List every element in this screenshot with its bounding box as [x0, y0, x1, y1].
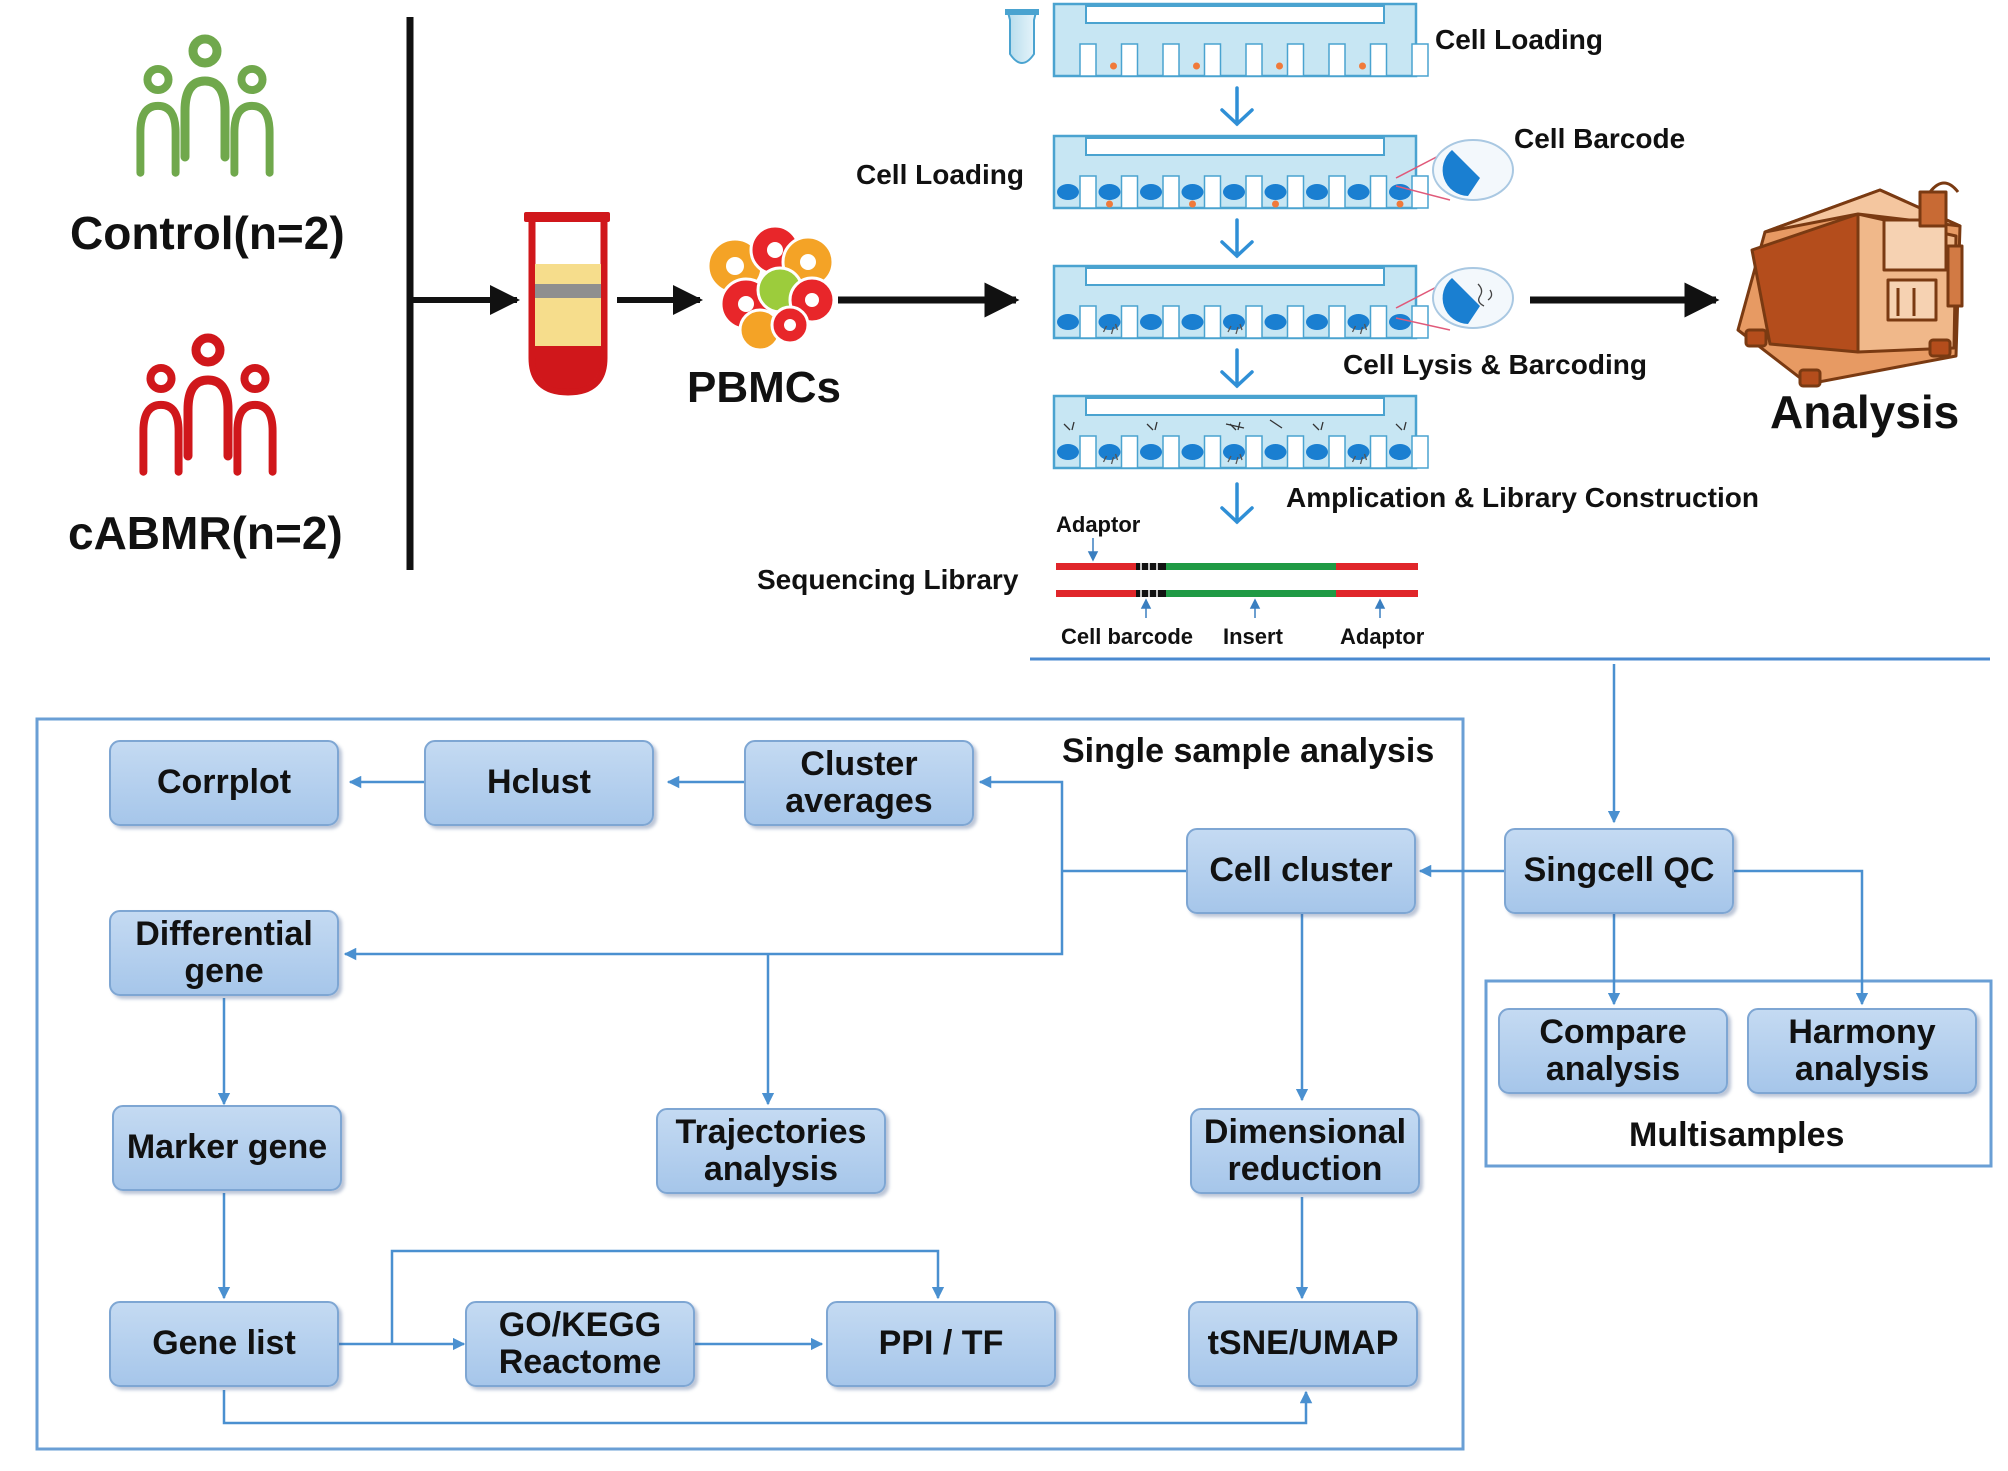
- corrplot-box[interactable]: Corrplot: [109, 740, 339, 826]
- adaptor-label-bottom: Adaptor: [1340, 624, 1425, 649]
- amplification-label: Amplication & Library Construction: [1286, 482, 1759, 513]
- harmony-analysis-box[interactable]: Harmony analysis: [1747, 1008, 1977, 1094]
- adaptor-label-top: Adaptor: [1056, 512, 1141, 537]
- cell-loading-label-2: Cell Loading: [856, 159, 1024, 190]
- ppi-tf-box[interactable]: PPI / TF: [826, 1301, 1056, 1387]
- compare-analysis-box[interactable]: Compare analysis: [1498, 1008, 1728, 1094]
- singlecell-qc-box[interactable]: Singcell QC: [1504, 828, 1734, 914]
- go-kegg-reactome-box[interactable]: GO/KEGG Reactome: [465, 1301, 695, 1387]
- cell-barcode-label-small: Cell barcode: [1061, 624, 1194, 649]
- cell-lysis-label: Cell Lysis & Barcoding: [1343, 349, 1647, 380]
- hclust-box[interactable]: Hclust: [424, 740, 654, 826]
- analysis-label: Analysis: [1770, 386, 1960, 438]
- tsne-umap-box[interactable]: tSNE/UMAP: [1188, 1301, 1418, 1387]
- sequencer-icon: [1736, 181, 1964, 388]
- cluster-averages-box[interactable]: Cluster averages: [744, 740, 974, 826]
- control-group-label: Control(n=2): [70, 207, 345, 259]
- marker-gene-box[interactable]: Marker gene: [112, 1105, 342, 1191]
- control-people-icon: [140, 39, 269, 173]
- cabmr-group-label: cABMR(n=2): [68, 507, 343, 559]
- blood-tube-icon: [524, 212, 610, 396]
- tube-icon: [1005, 9, 1039, 64]
- multisamples-frame: [1484, 979, 1993, 1168]
- differential-gene-box[interactable]: Differential gene: [109, 910, 339, 996]
- dimensional-reduction-box[interactable]: Dimensional reduction: [1190, 1108, 1420, 1194]
- trajectories-analysis-box[interactable]: Trajectories analysis: [656, 1108, 886, 1194]
- single-sample-frame: [35, 717, 1465, 1451]
- sequencing-library-label: Sequencing Library: [757, 564, 1019, 595]
- pbmcs-label: PBMCs: [687, 363, 842, 412]
- multisamples-title: Multisamples: [1629, 1116, 1845, 1154]
- insert-label: Insert: [1223, 624, 1283, 649]
- cell-loading-label: Cell Loading: [1435, 24, 1603, 55]
- bead-magnifier-icon: [1395, 139, 1514, 331]
- microfluidic-chip-icon: [1052, 2, 1429, 470]
- pbmc-cells-icon: [706, 224, 836, 352]
- single-sample-title: Single sample analysis: [1062, 732, 1435, 770]
- cell-barcode-label: Cell Barcode: [1514, 123, 1686, 154]
- cell-cluster-box[interactable]: Cell cluster: [1186, 828, 1416, 914]
- gene-list-box[interactable]: Gene list: [109, 1301, 339, 1387]
- cabmr-people-icon: [143, 338, 272, 472]
- sequencing-library-strands: [1056, 538, 1418, 618]
